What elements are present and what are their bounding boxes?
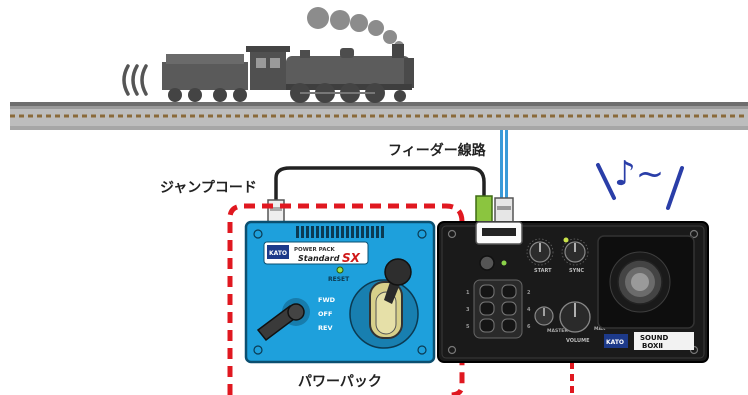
power-pack-model-name: Standard [298, 254, 340, 263]
power-pack-label: パワーパック [298, 374, 382, 390]
sound-button-6[interactable] [501, 318, 517, 333]
button-label-1: 1 [466, 290, 470, 296]
reset-label: RESET [328, 276, 350, 283]
sound-button[interactable] [479, 255, 495, 271]
volume-knob[interactable] [559, 301, 591, 333]
sound-button-2[interactable] [501, 284, 517, 299]
start-knob-label: START [534, 268, 552, 274]
master-knob[interactable] [534, 306, 554, 326]
feeder-wire [494, 130, 514, 225]
feeder-wire-label: フィーダー線路 [388, 142, 487, 159]
sound-button-5[interactable] [479, 318, 495, 333]
sound-box-logo-line1: SOUND [640, 334, 669, 342]
sound-note-text: ♪~ [614, 154, 664, 194]
reset-indicator[interactable] [336, 266, 344, 274]
volume-label: VOLUME [566, 338, 590, 344]
rev-label: REV [318, 324, 332, 332]
max-label: MAX [594, 326, 606, 332]
steam-locomotive [162, 44, 414, 103]
sound-led-indicator [501, 260, 507, 266]
start-knob[interactable] [526, 238, 554, 266]
sound-box-brand: KATO [606, 339, 624, 346]
jumper-cord [267, 166, 493, 225]
rail-track [10, 102, 748, 130]
power-pack-model-small: POWER PACK [294, 247, 335, 253]
button-label-6: 6 [527, 324, 531, 330]
direction-switch[interactable] [256, 298, 310, 342]
button-label-2: 2 [527, 290, 531, 296]
button-label-3: 3 [466, 307, 470, 313]
sound-box: START SYNC 1 2 3 4 5 6 MASTER [437, 221, 709, 363]
jumper-cord-label: ジャンプコード [160, 180, 257, 196]
off-label: OFF [318, 310, 332, 318]
power-pack-highlight [227, 203, 465, 395]
speed-control-knob[interactable] [349, 258, 419, 349]
speaker-grille [597, 235, 695, 329]
sync-knob[interactable] [561, 237, 589, 266]
sound-button-4[interactable] [501, 301, 517, 316]
power-pack: KATO POWER PACK Standard SX RESET FWD OF… [244, 220, 436, 364]
sound-button-3[interactable] [479, 301, 495, 316]
button-label-5: 5 [466, 324, 470, 330]
power-pack-model-suffix: SX [342, 251, 361, 265]
sound-box-logo-line2: BOXⅡ [642, 342, 663, 350]
sound-symbol-icon: ♪~ [596, 154, 684, 210]
power-pack-brand: KATO [269, 250, 287, 257]
button-label-4: 4 [527, 307, 531, 313]
master-label: MASTER [547, 328, 568, 334]
sound-button-1[interactable] [479, 284, 495, 299]
smoke-puffs [307, 7, 404, 51]
fwd-label: FWD [318, 296, 336, 304]
sync-knob-label: SYNC [569, 268, 584, 274]
motion-lines-icon [122, 64, 148, 96]
